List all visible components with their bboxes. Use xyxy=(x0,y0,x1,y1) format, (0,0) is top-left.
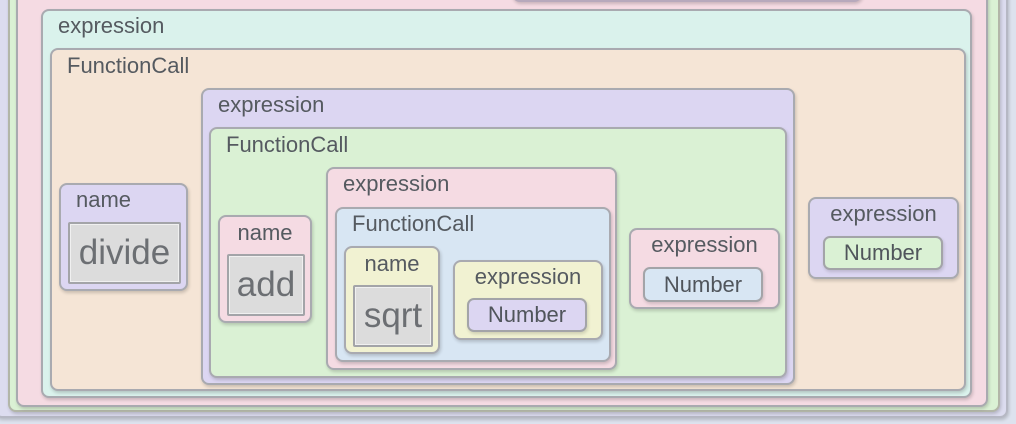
number-leaf: Number xyxy=(467,298,587,332)
name-value-sqrt: sqrt xyxy=(353,285,433,347)
number-leaf: Number xyxy=(643,267,763,302)
expression-label: expression xyxy=(58,13,165,38)
functioncall-label: FunctionCall xyxy=(226,132,349,157)
expression-label: expression xyxy=(343,171,450,196)
functioncall-label: FunctionCall xyxy=(67,53,190,78)
expression-node-number: expression Number xyxy=(629,228,780,309)
expression-node-add: expression FunctionCall name add express… xyxy=(201,88,795,385)
name-value-add: add xyxy=(227,254,305,316)
expression-label: expression xyxy=(218,92,325,117)
name-node-sqrt: name sqrt xyxy=(344,246,440,354)
functioncall-node-add: FunctionCall name add expression Functio… xyxy=(209,127,787,378)
name-node-divide: name divide xyxy=(59,183,188,291)
expression-node-number: expression Number xyxy=(453,260,603,340)
expression-label: expression xyxy=(651,232,758,257)
outer-frame-clipped-tab xyxy=(512,0,862,2)
functioncall-label: FunctionCall xyxy=(352,211,475,236)
name-value-divide: divide xyxy=(68,222,181,284)
expression-node-number: expression Number xyxy=(808,197,959,279)
name-label: name xyxy=(364,251,420,276)
name-label: name xyxy=(237,220,293,245)
number-leaf: Number xyxy=(823,236,943,270)
expression-node-outer: expression FunctionCall name divide expr… xyxy=(41,9,972,398)
expression-label: expression xyxy=(830,201,937,226)
name-node-add: name add xyxy=(218,215,312,323)
functioncall-node-sqrt: FunctionCall name sqrt expression Number xyxy=(335,207,611,362)
functioncall-node-divide: FunctionCall name divide expression Func… xyxy=(50,48,966,391)
expression-label: expression xyxy=(474,264,582,289)
name-label: name xyxy=(76,187,132,212)
expression-node-sqrt: expression FunctionCall name sqrt expres… xyxy=(326,167,617,370)
